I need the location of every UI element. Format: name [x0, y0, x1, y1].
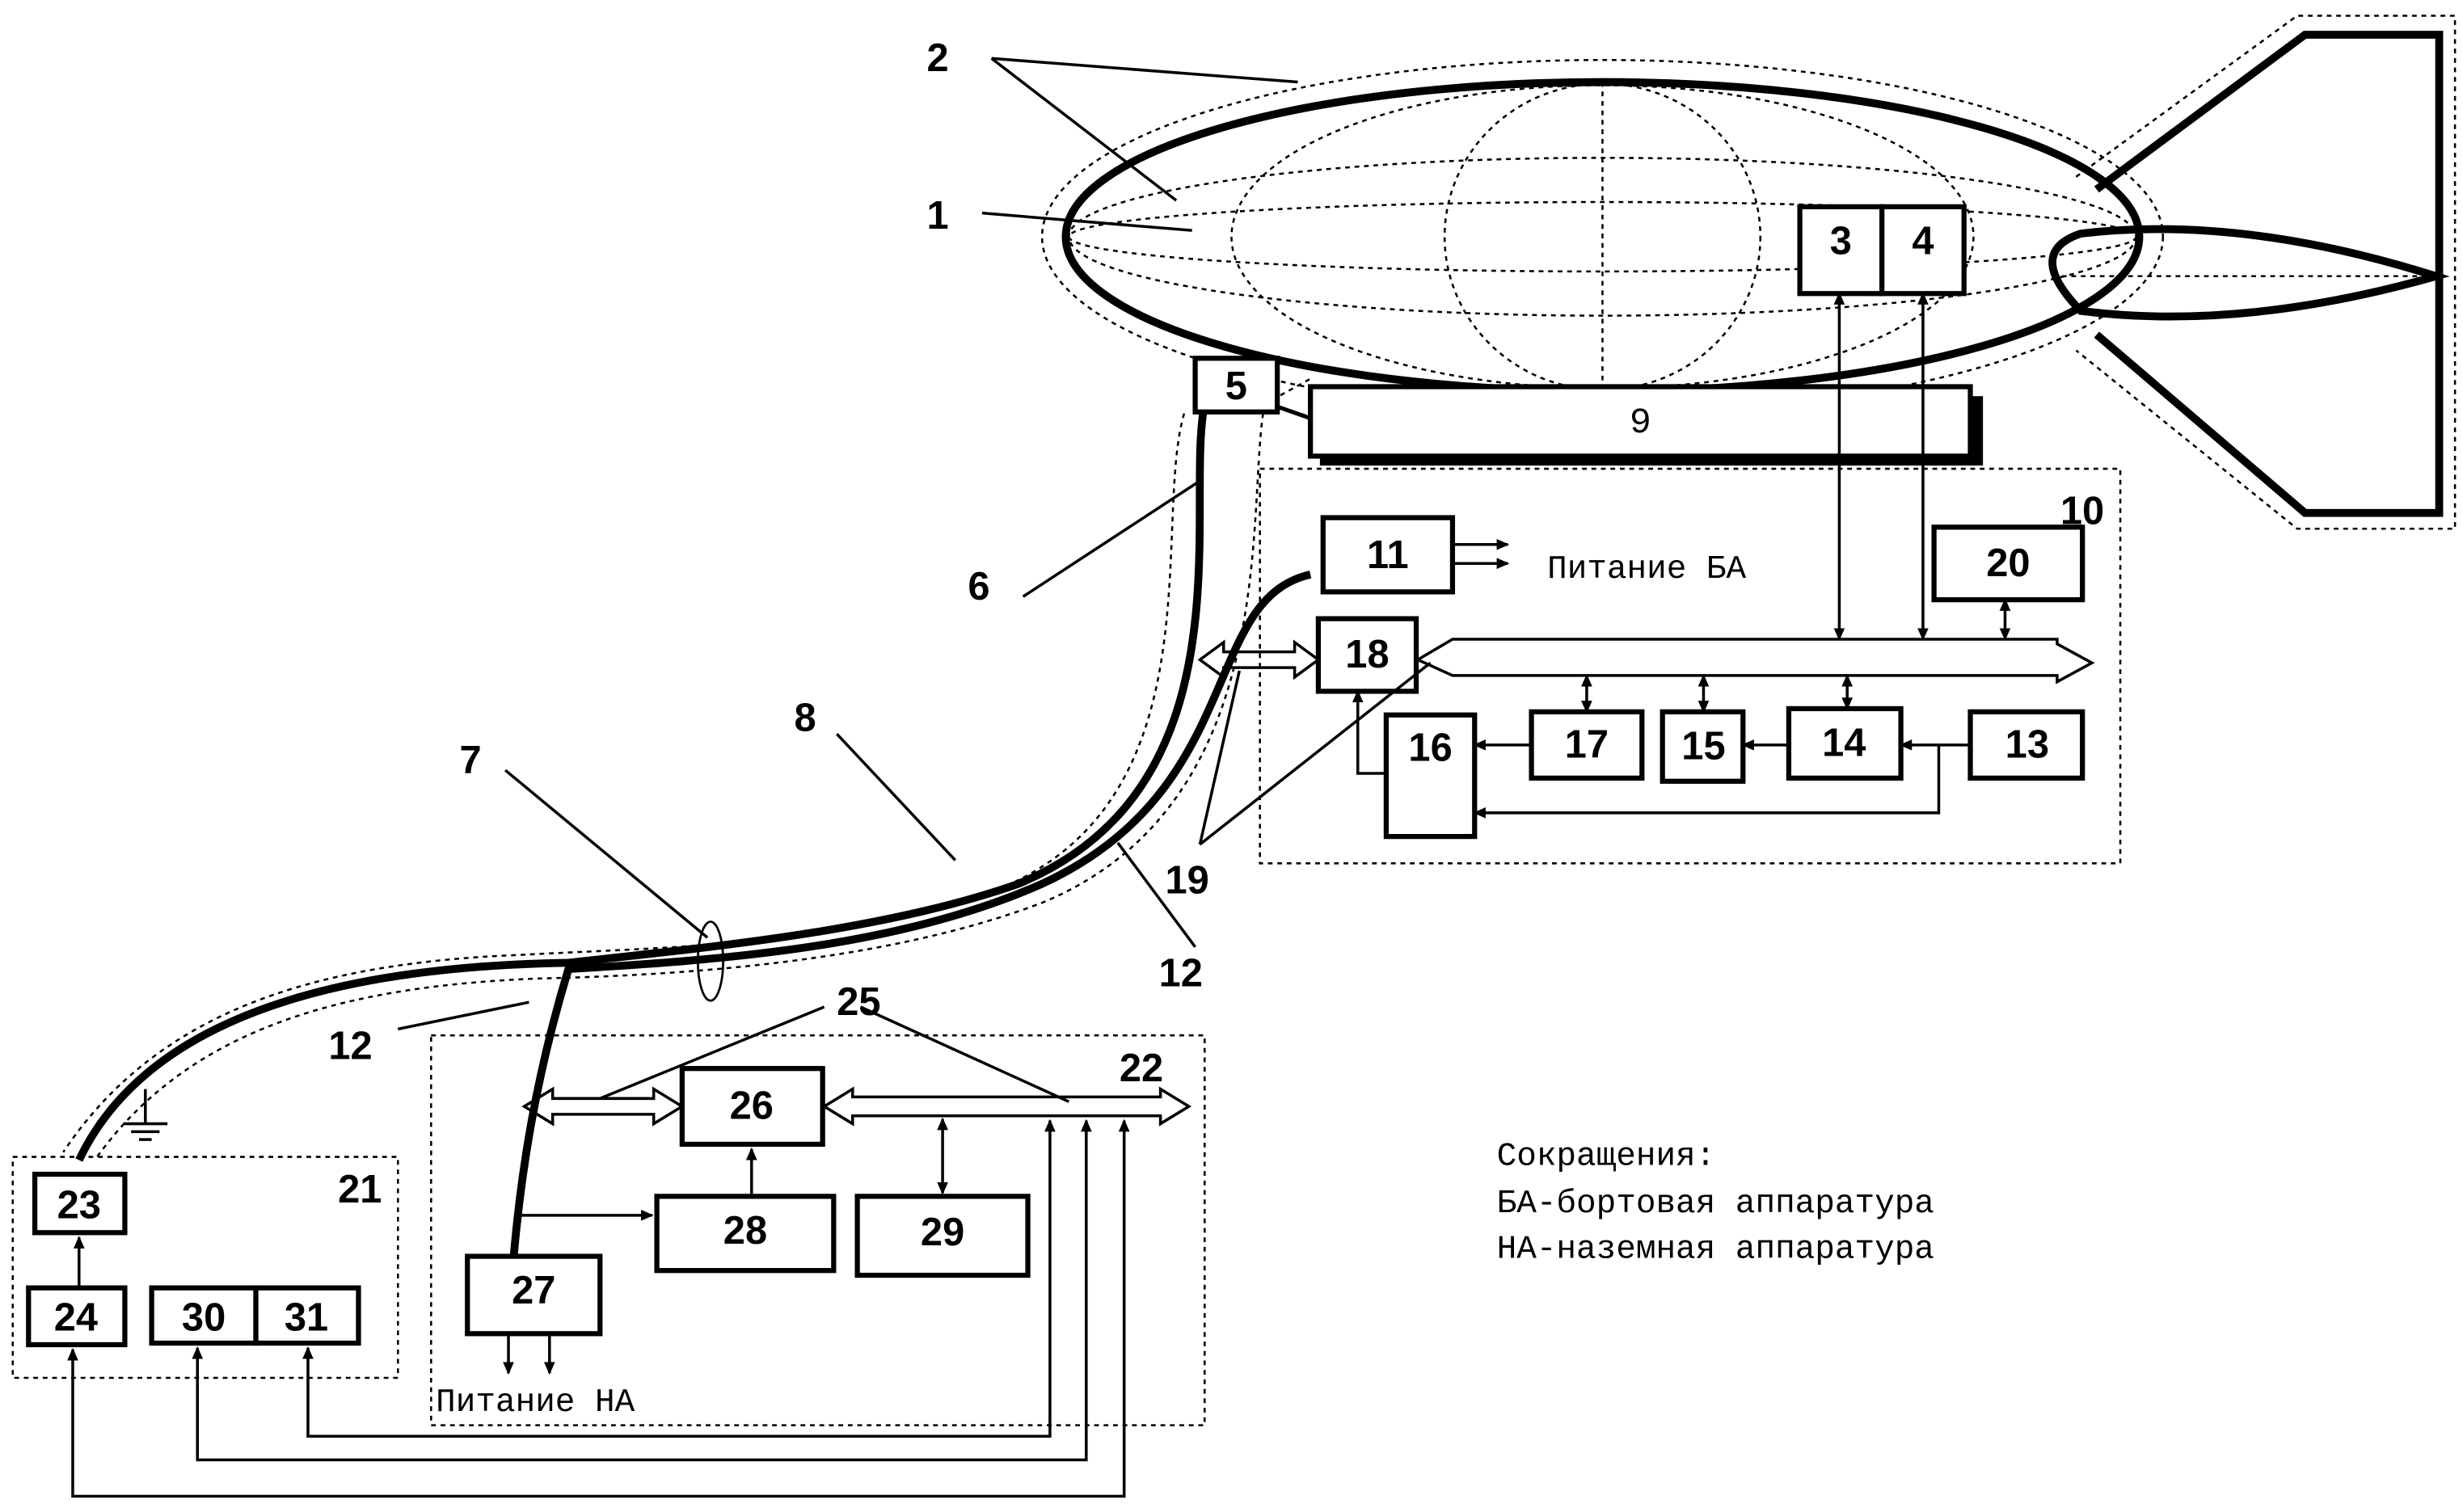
tether-cable-6 [79, 414, 1204, 1160]
callout-6: 6 [968, 565, 989, 609]
callout-25: 25 [837, 980, 880, 1024]
block-9-label: 9 [1630, 403, 1651, 444]
callout-1: 1 [927, 194, 949, 238]
power-onboard-text: Питание БА [1547, 551, 1746, 588]
block-24-label: 24 [54, 1295, 98, 1339]
block-4-label: 4 [1912, 219, 1934, 263]
abbreviation-onboard: БА-бортовая аппаратура [1497, 1186, 1934, 1223]
block-13-label: 13 [2005, 722, 2049, 766]
cable-12 [513, 575, 1310, 1263]
block-23-label: 23 [57, 1184, 101, 1228]
tail-fin [2097, 35, 2440, 513]
tail-rudder [2052, 230, 2436, 317]
block-3-label: 3 [1830, 219, 1852, 263]
block-29-label: 29 [921, 1211, 964, 1254]
callout-7: 7 [459, 739, 481, 782]
block-14-label: 14 [1822, 722, 1866, 765]
block-18-label: 18 [1345, 633, 1389, 676]
block-17-label: 17 [1565, 722, 1609, 766]
abbreviations-title: Сокращения: [1497, 1138, 1716, 1175]
onboard-bus-19 [1418, 639, 2092, 682]
block-5-label: 5 [1225, 364, 1247, 408]
block-26-label: 26 [730, 1085, 774, 1128]
callout-12-left: 12 [328, 1024, 372, 1068]
callout-12-right: 12 [1159, 952, 1203, 996]
block-20-label: 20 [1986, 541, 2030, 585]
callout-10: 10 [2060, 489, 2104, 533]
callout-21: 21 [338, 1168, 382, 1211]
tail-fin-outline-dashed [2076, 16, 2455, 529]
ground-bus [825, 1089, 1189, 1124]
block-28-label: 28 [723, 1209, 767, 1253]
block-15-label: 15 [1681, 724, 1725, 768]
abbreviation-ground: НА-наземная аппаратура [1497, 1232, 1934, 1269]
airship [1042, 16, 2455, 529]
callout-8: 8 [795, 696, 816, 739]
power-ground-text: Питание НА [436, 1384, 635, 1421]
callout-22: 22 [1120, 1047, 1163, 1090]
link-arrow-26 [525, 1089, 682, 1124]
block-16-label: 16 [1408, 726, 1452, 769]
block-27-label: 27 [512, 1269, 555, 1312]
block-11-label: 11 [1367, 533, 1409, 577]
block-30-label: 30 [182, 1295, 226, 1339]
callout-2: 2 [927, 36, 949, 80]
callout-lines [398, 58, 1297, 1029]
block-31-label: 31 [285, 1295, 328, 1339]
callout-19: 19 [1165, 858, 1208, 902]
